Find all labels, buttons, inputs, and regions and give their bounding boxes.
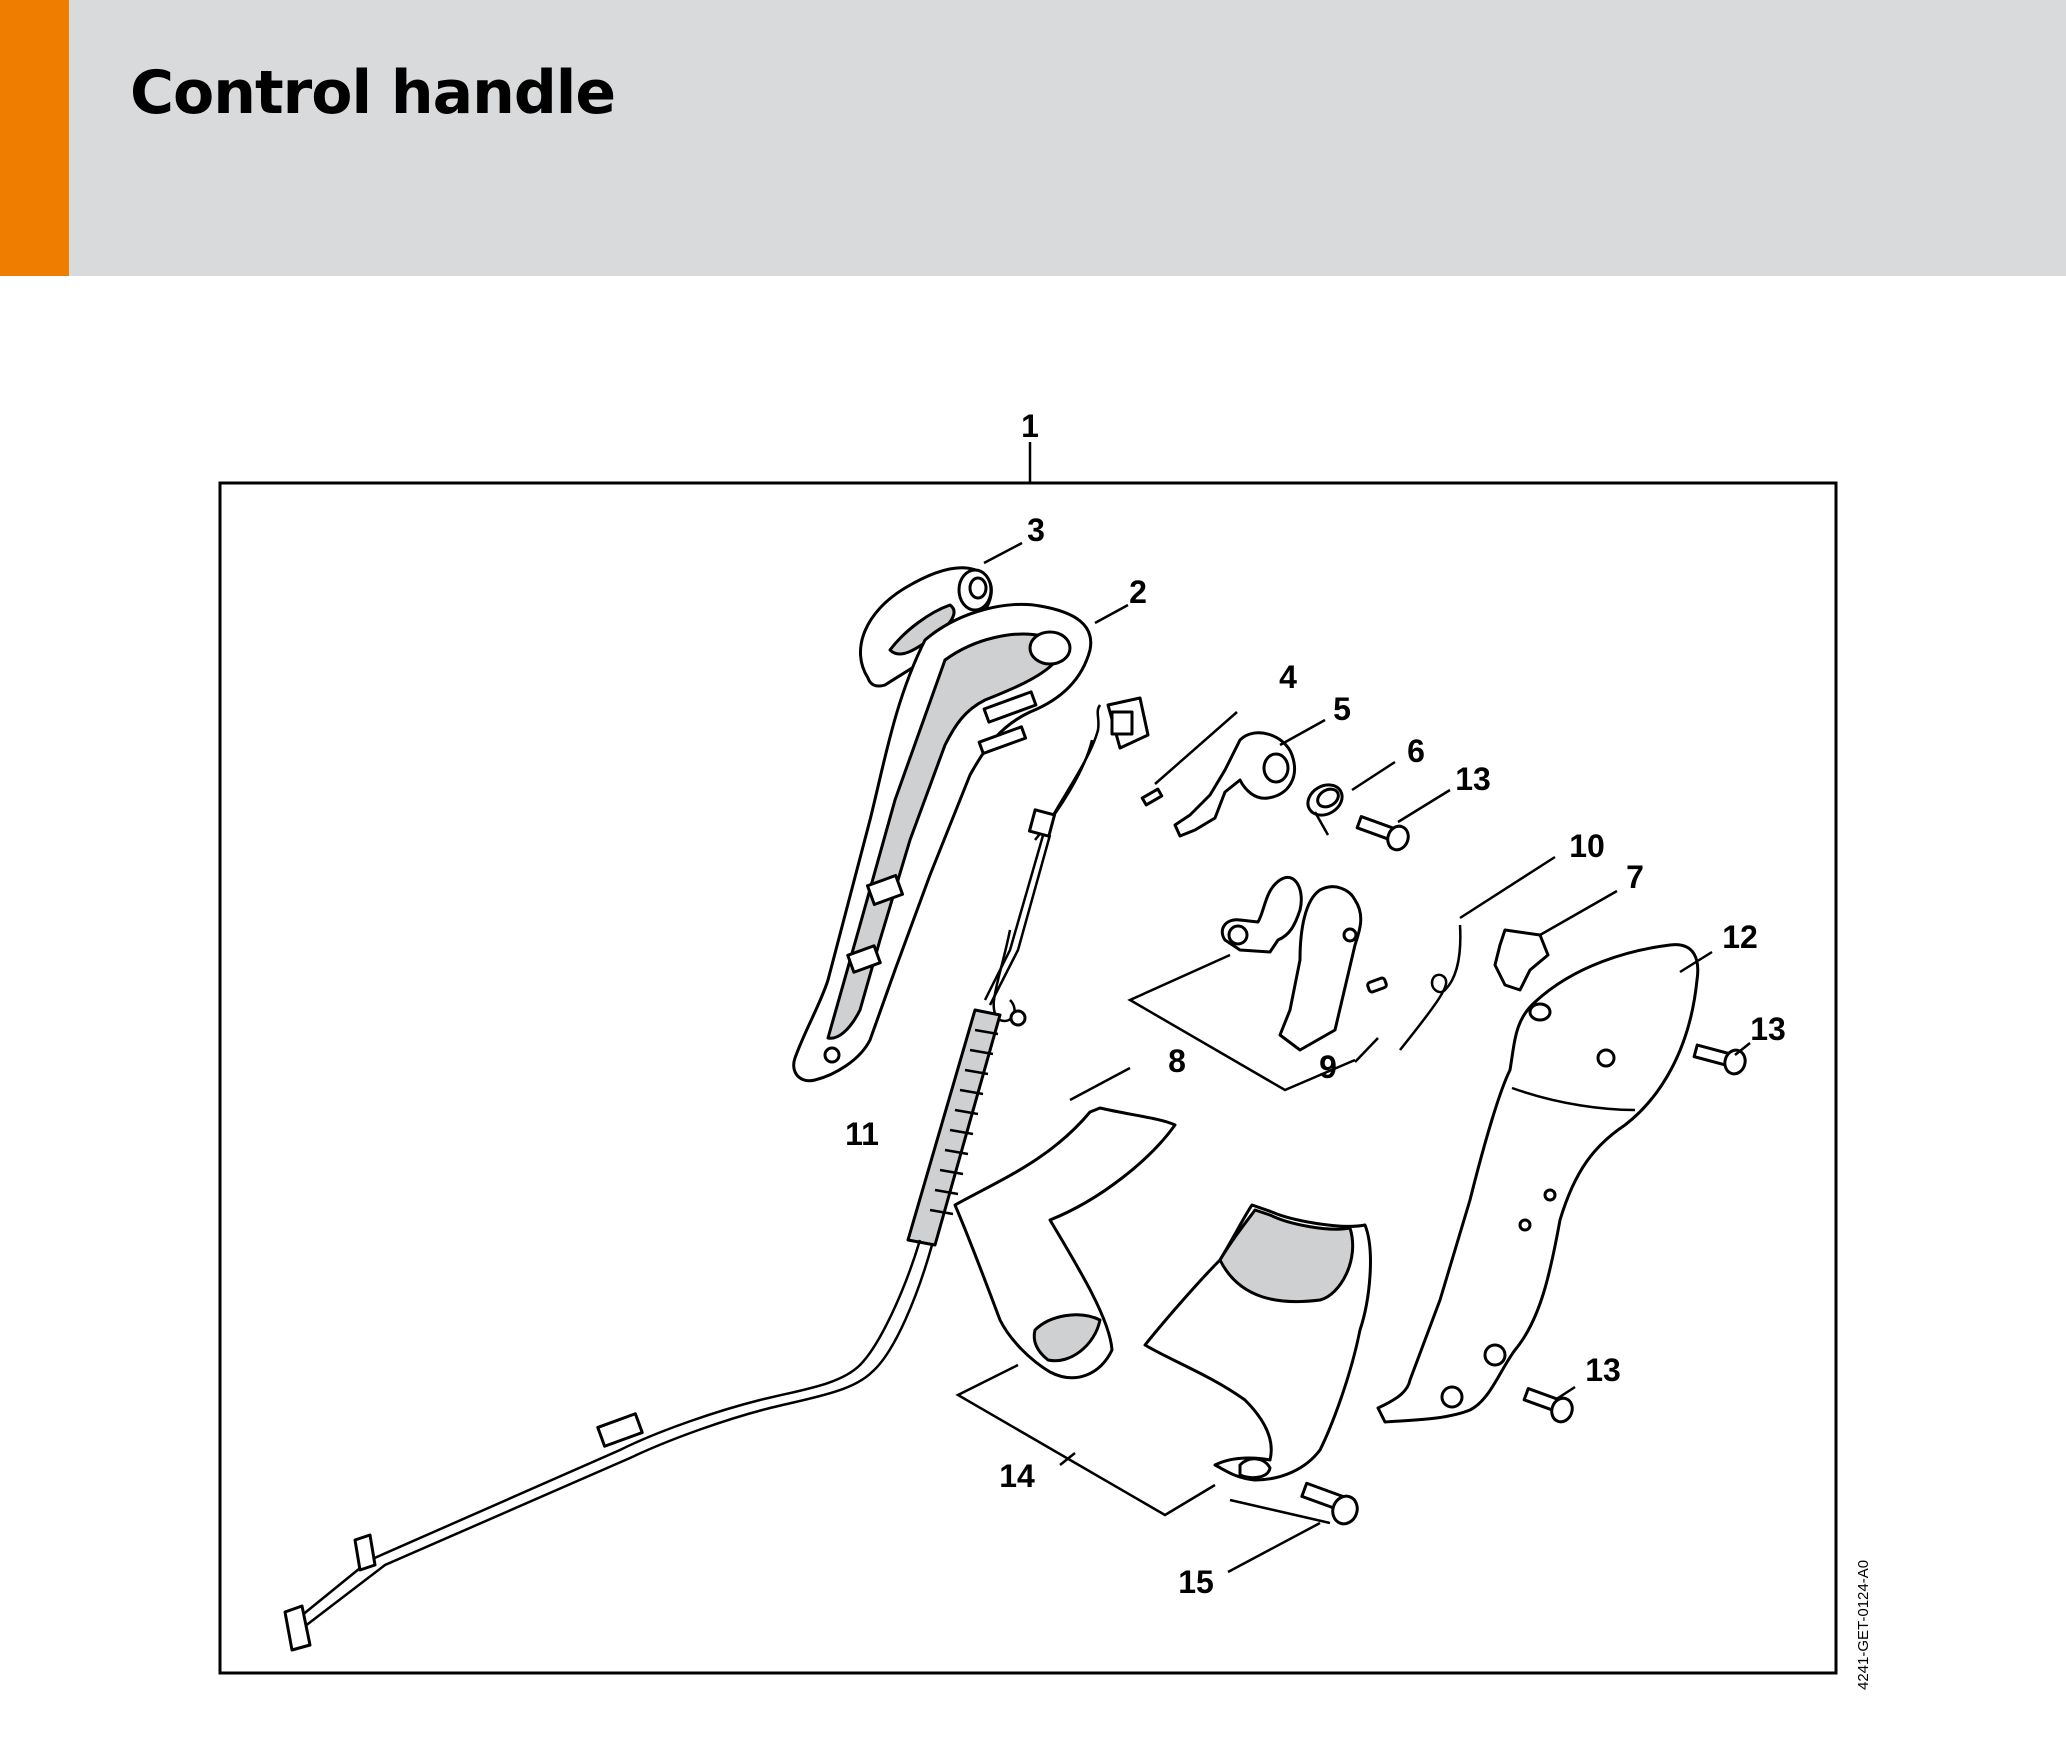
part-13-screw-right[interactable] — [1692, 1043, 1748, 1076]
callout-6[interactable]: 6 — [1407, 733, 1425, 769]
callout-10[interactable]: 10 — [1569, 828, 1605, 864]
assembly-frame — [218, 481, 1838, 1675]
callout-13-right[interactable]: 13 — [1750, 1011, 1786, 1047]
callout-11[interactable]: 11 — [845, 1116, 879, 1152]
part-4-pin[interactable] — [1140, 787, 1164, 807]
part-9-spring[interactable] — [1366, 976, 1388, 994]
part-11-control-cable[interactable] — [283, 696, 1150, 1652]
callout-7[interactable]: 7 — [1626, 859, 1644, 895]
group-bracket-8-9 — [1127, 953, 1356, 1092]
part-2-handle-housing[interactable] — [792, 602, 1093, 1083]
callout-9[interactable]: 9 — [1319, 1049, 1337, 1085]
callout-12[interactable]: 12 — [1722, 919, 1758, 955]
header-accent-bar — [0, 0, 69, 276]
part-6-torsion-spring[interactable] — [1302, 779, 1347, 836]
group-bracket-14 — [955, 1363, 1216, 1517]
callout-8[interactable]: 8 — [1168, 1043, 1186, 1079]
page-title: Control handle — [130, 58, 616, 128]
callout-14[interactable]: 14 — [999, 1458, 1035, 1494]
part-8-lever-set[interactable] — [1220, 876, 1363, 1052]
callout-3[interactable]: 3 — [1027, 512, 1045, 548]
part-15-screw[interactable] — [1300, 1481, 1361, 1527]
callout-5[interactable]: 5 — [1333, 691, 1351, 727]
callout-13-lower[interactable]: 13 — [1585, 1352, 1621, 1388]
page-header — [0, 0, 2066, 276]
document-id: 4241-GET-0124-A0 — [1855, 1560, 1872, 1690]
part-10-wire-spring[interactable] — [1399, 924, 1462, 1051]
part-14-housing-halves[interactable] — [953, 1106, 1372, 1482]
assembly-label[interactable]: 1 — [1021, 408, 1039, 444]
part-12-handle-shell[interactable] — [1376, 943, 1700, 1424]
callout-4[interactable]: 4 — [1279, 659, 1297, 695]
callout-15[interactable]: 15 — [1178, 1564, 1214, 1600]
callout-2[interactable]: 2 — [1129, 574, 1147, 610]
part-3-cover[interactable] — [858, 566, 993, 688]
part-5-throttle-trigger[interactable] — [1173, 731, 1296, 838]
part-7-lock[interactable] — [1493, 928, 1550, 992]
part-13-screw-upper[interactable] — [1355, 815, 1411, 853]
part-13-screw-lower[interactable] — [1522, 1387, 1575, 1425]
callout-13-upper[interactable]: 13 — [1455, 761, 1491, 797]
